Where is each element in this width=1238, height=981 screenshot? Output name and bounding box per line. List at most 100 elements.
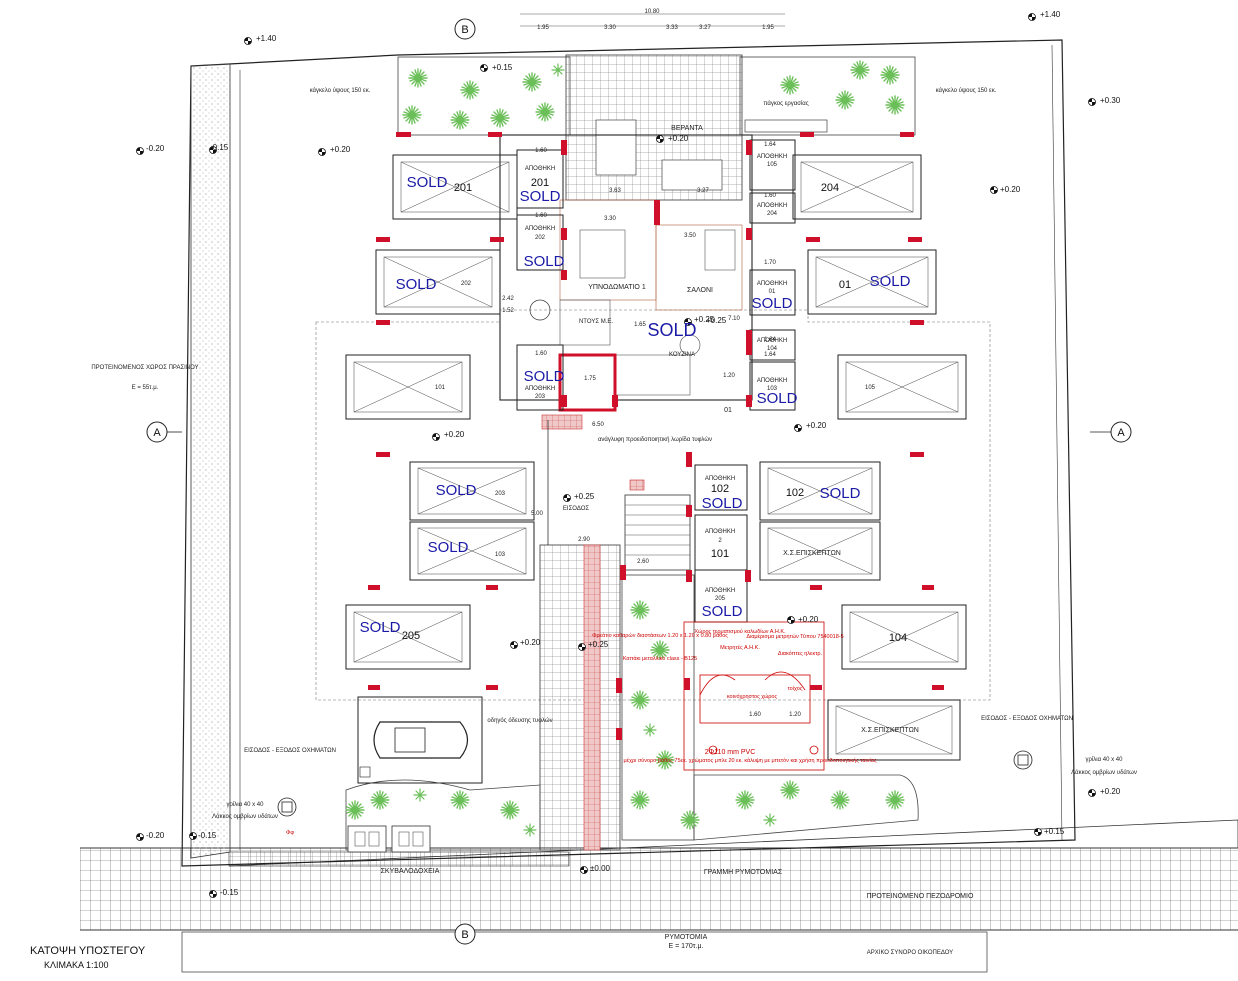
level-mark: +0.20 [806,421,827,430]
storage-number: 104 [767,346,778,352]
dimension: 1.60 [749,712,761,718]
level-mark: -0.15 [220,888,239,897]
parking-sold: SOLD [870,273,911,290]
section-b-top: B [461,24,468,36]
level-mark: +0.15 [492,63,513,72]
level-mark: ±0.00 [590,864,611,873]
parking-sold: SOLD [407,174,448,191]
pipe-text: μέχρι σύνορο βάθος 75εκ. χρώματος μπλε 2… [623,757,876,764]
storage-label: ΑΠΟΘΗΚΗ [525,166,555,172]
storage-sold: SOLD [524,253,565,270]
section-a-right: A [1117,427,1125,439]
apartment-sold: SOLD [647,320,696,340]
level-mark: +0.20 [444,430,465,439]
dimension: 2.60 [637,559,649,565]
entrance-path-grid [539,544,621,851]
flow-label: Φφ [286,830,294,836]
workbench-label: πάγκος εργασίας [763,100,808,107]
parking-number: 101 [435,385,446,391]
parking-number: 104 [889,632,907,644]
storage-label: ΑΠΟΘΗΚΗ [757,338,787,344]
level-mark: -0.20 [146,831,165,840]
storage-number: 202 [535,235,546,241]
parking-sold: SOLD [436,482,477,499]
storage-sold: SOLD [752,295,793,312]
apartment-level: +0.25 [706,316,727,325]
storage-label: ΑΠΟΘΗΚΗ [757,378,787,384]
green-strip-left [190,63,231,859]
storage-number: 2 [718,538,722,544]
entrance-label: ΕΙΣΟΔΟΣ [563,506,589,512]
parking-number: 105 [865,385,876,391]
storage-sold: SOLD [520,188,561,205]
storage-sold: SOLD [702,495,743,512]
parking-number: 204 [821,182,839,194]
dimension: 1.64 [764,142,776,148]
dimension: 10.80 [644,9,660,15]
parking-number: 01 [839,279,851,291]
vehicle-entry-right: ΕΙΣΟΔΟΣ - ΕΞΟΔΟΣ ΟΧΗΜΑΤΩΝ [981,716,1073,722]
storage-sold: SOLD [524,368,565,385]
storage-number: 01 [769,289,776,295]
dimension: 3.30 [604,216,616,222]
level-mark: +0.30 [1100,96,1121,105]
shared-space-label: κοινόχρηστος χώρος [727,693,778,700]
dimension: 1.60 [764,193,776,199]
sidewalk-label: ΠΡΟΤΕΙΝΟΜΕΝΟ ΠΕΖΟΔΡΟΜΙΟ [867,893,974,900]
dimension: 1.65 [634,322,646,328]
level-mark: -0.15 [198,831,217,840]
storage-number: 205 [715,596,726,602]
dimension: 1.20 [789,712,801,718]
storage-number: 105 [767,162,778,168]
dimension: 5.00 [531,511,543,517]
parking-number: 202 [461,281,472,287]
dimension: 3.33 [666,25,678,31]
wall-label: τοίχος [788,686,803,692]
storage-label: ΑΠΟΘΗΚΗ [705,529,735,535]
dimension: 1.95 [762,25,774,31]
meters-label: Μετρητές Α.Η.Κ. [720,644,760,651]
storage-label: ΑΠΟΘΗΚΗ [705,588,735,594]
storage-label: ΑΠΟΘΗΚΗ [525,226,555,232]
parking-number: Χ.Σ.ΕΠΙΣΚΕΠΤΩΝ [783,550,841,557]
storage-number: 201 [531,177,549,189]
dimension: 1.95 [537,25,549,31]
veranda-label: ΒΕΡΑΝΤΑ [671,125,703,132]
storage-label: ΑΠΟΘΗΚΗ [705,476,735,482]
parking-sold: SOLD [360,619,401,636]
level-mark: -0.20 [146,144,165,153]
tactile-strip [583,544,601,851]
grille-left: γρίλια 40 x 40 [227,802,265,808]
street-cut-label: ΡΥΜΟΤΟΜΙΑ [665,934,708,941]
kitchen-label: ΚΟΥΖΙΝΑ [669,352,695,358]
original-boundary-label: ΑΡΧΙΚΟ ΣΥΝΟΡΟ ΟΙΚΟΠΕΔΟΥ [867,950,953,956]
storage-label: ΑΠΟΘΗΚΗ [757,154,787,160]
level-mark: +0.20 [1100,787,1121,796]
drawing-title: ΚΑΤΟΨΗ ΥΠΟΣΤΕΓΟΥ [30,945,146,957]
dimension: 1.60 [535,213,547,219]
storage-number: 204 [767,211,778,217]
dimension: 1.60 [535,148,547,154]
level-mark: +0.25 [588,640,609,649]
metal-cover-label: Καπάκι μεταλλικό class - B125 [623,655,697,662]
drain-left: Λάκκος ομβρίων υδάτων [212,813,278,820]
dimension: 1.20 [723,373,735,379]
dimension: 3.50 [684,233,696,239]
parking-number: 203 [495,491,506,497]
corner-note: 01 [724,407,732,414]
dimension: 2.90 [578,537,590,543]
parking-sold: SOLD [396,276,437,293]
level-mark: +0.20 [668,134,689,143]
dimension: 1.60 [535,351,547,357]
parking-sold: SOLD [820,485,861,502]
shower-label: ΝΤΟΥΣ Μ.Ε. [579,319,613,325]
storage-sold: SOLD [757,390,798,407]
parking-number: 201 [454,182,472,194]
services-room [683,621,825,771]
level-mark: +0.20 [1000,185,1021,194]
accessible-parking [357,696,483,784]
level-mark: +0.20 [330,145,351,154]
storage-number: 103 [767,386,778,392]
pipe-title: 2Φ110 mm PVC [705,749,756,756]
